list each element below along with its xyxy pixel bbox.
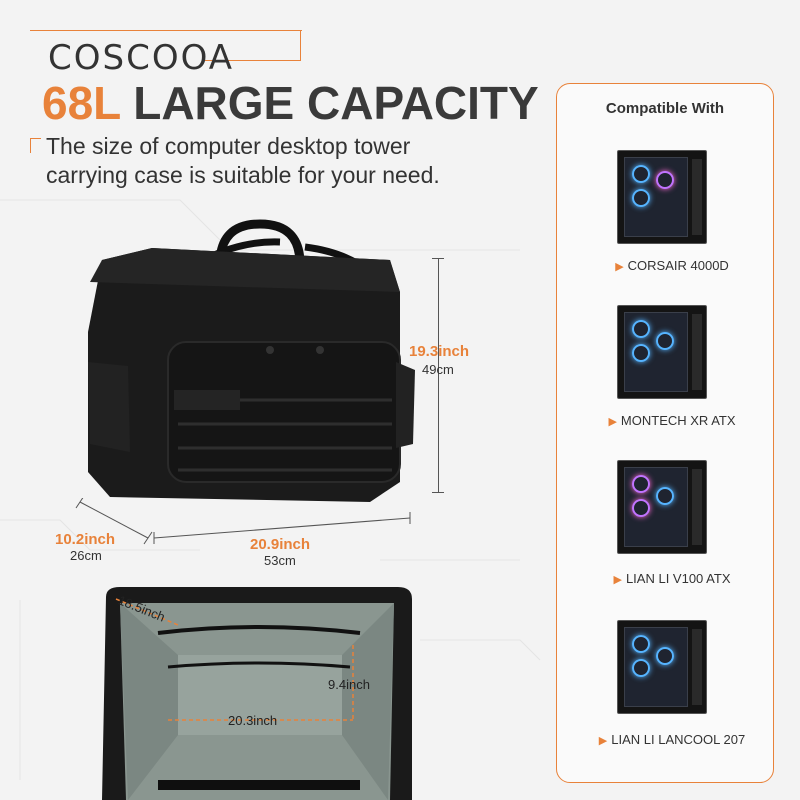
header-frame-top bbox=[30, 30, 302, 31]
depth-inch-label: 10.2inch bbox=[55, 531, 116, 548]
case-image-corsair bbox=[617, 150, 707, 244]
play-triangle-icon: ▶ bbox=[608, 416, 617, 428]
interior-height-label: 9.4inch bbox=[328, 677, 370, 692]
case-label-corsair: ▶CORSAIR 4000D bbox=[615, 258, 729, 273]
play-triangle-icon: ▶ bbox=[613, 574, 622, 586]
headline: 68L LARGE CAPACITY bbox=[42, 76, 539, 130]
header-frame-bottom bbox=[205, 60, 301, 61]
width-cm-label: 53cm bbox=[264, 553, 296, 568]
bag-interior-image bbox=[102, 587, 412, 800]
headline-capacity: 68L bbox=[42, 77, 121, 129]
base-dimension-lines bbox=[75, 498, 411, 545]
case-image-montech bbox=[617, 305, 707, 399]
case-label-lianli-lancool: ▶LIAN LI LANCOOL 207 bbox=[598, 732, 746, 747]
brand-logo: COSCOOA bbox=[48, 38, 235, 78]
height-dimension-cap-top bbox=[432, 258, 444, 259]
play-triangle-icon: ▶ bbox=[598, 735, 608, 747]
case-label-lianli-v100: ▶LIAN LI V100 ATX bbox=[613, 571, 731, 586]
header-frame-side bbox=[300, 30, 301, 60]
case-image-lianli-v100 bbox=[617, 460, 707, 554]
headline-text: LARGE CAPACITY bbox=[133, 77, 539, 129]
tagline: The size of computer desktop tower carry… bbox=[46, 133, 440, 188]
case-image-lianli-lancool bbox=[617, 620, 707, 714]
height-dimension-cap-bottom bbox=[432, 492, 444, 493]
depth-cm-label: 26cm bbox=[70, 548, 102, 563]
height-cm-label: 49cm bbox=[422, 362, 454, 377]
compatible-title: Compatible With bbox=[605, 100, 725, 117]
bag-product-image bbox=[88, 219, 415, 502]
height-dimension-line bbox=[438, 258, 439, 492]
play-triangle-icon: ▶ bbox=[615, 261, 624, 273]
case-label-montech: ▶MONTECH XR ATX bbox=[608, 413, 736, 428]
height-inch-label: 19.3inch bbox=[409, 343, 470, 360]
tagline-bracket bbox=[30, 138, 41, 153]
width-inch-label: 20.9inch bbox=[250, 536, 311, 553]
interior-width-label: 20.3inch bbox=[228, 713, 278, 728]
